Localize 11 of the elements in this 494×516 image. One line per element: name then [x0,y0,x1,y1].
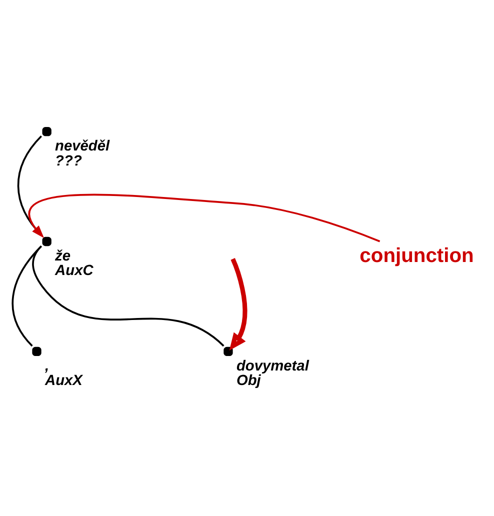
node-label: AuxX [45,373,82,390]
connector [32,245,224,347]
node-label: dovymetal [236,358,309,374]
node-text: conjunction [360,245,474,268]
node-label: Obj [236,373,261,390]
node-label: AuxC [55,263,94,280]
node-label: že [55,248,71,265]
node-label: ??? [55,153,82,170]
arrow [229,258,248,350]
node-label: , [45,358,50,374]
node-label: nevěděl [55,138,110,155]
